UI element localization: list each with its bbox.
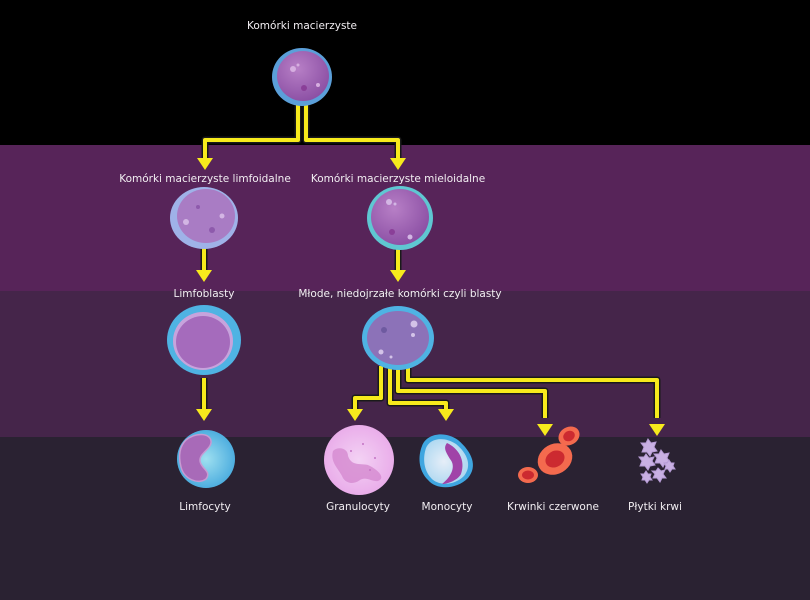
arrowhead-icon: [390, 270, 406, 282]
platelets-icon: [638, 438, 676, 484]
arrowhead-icon: [649, 424, 665, 436]
blast-cell-icon: [362, 306, 434, 370]
granulocyte-cell-icon: [324, 425, 394, 495]
lymphoblast-cell-icon: [167, 305, 241, 375]
arrowhead-icon: [196, 270, 212, 282]
arrowhead-icon: [196, 409, 212, 421]
arrowhead-icon: [197, 158, 213, 170]
lymphoid-stem-cell-icon: [170, 187, 238, 249]
label-myeloid-stem-cells: Komórki macierzyste mieloidalne: [310, 173, 486, 185]
arrowhead-icon: [537, 424, 553, 436]
label-blasts: Młode, niedojrzałe komórki czyli blasty: [298, 288, 502, 300]
label-lymphoid-stem-cells: Komórki macierzyste limfoidalne: [119, 173, 291, 185]
edge-blasts-granulocytes: [353, 366, 383, 410]
arrowhead-icon: [390, 158, 406, 170]
arrowhead-icon: [347, 409, 363, 421]
label-lymphocytes: Limfocyty: [179, 501, 231, 513]
label-lymphoblasts: Limfoblasty: [173, 288, 235, 300]
label-stem-cells: Komórki macierzyste: [247, 20, 357, 32]
label-monocytes: Monocyty: [421, 501, 473, 513]
red-blood-cells-icon: [518, 426, 580, 483]
arrowhead-icon: [438, 409, 454, 421]
arrowheads: [196, 158, 665, 436]
myeloid-stem-cell-icon: [367, 186, 433, 250]
edge-blasts-red-cells: [396, 368, 547, 418]
label-platelets: Płytki krwi: [628, 501, 682, 513]
stem-cell-icon: [272, 48, 332, 106]
row-band-stem: [0, 0, 810, 145]
lymphocyte-cell-icon: [177, 430, 235, 488]
row-band-mature-cells: [0, 437, 810, 600]
label-granulocytes: Granulocyty: [326, 501, 390, 513]
edge-blasts-monocytes: [388, 368, 448, 410]
connector-arrows: [200, 100, 661, 418]
edge-blasts-platelets: [406, 366, 659, 418]
edge-stem-myeloid: [304, 100, 400, 160]
edge-stem-lymphoid: [203, 100, 300, 160]
monocyte-cell-icon: [419, 434, 473, 488]
label-red-blood-cells: Krwinki czerwone: [507, 501, 599, 513]
